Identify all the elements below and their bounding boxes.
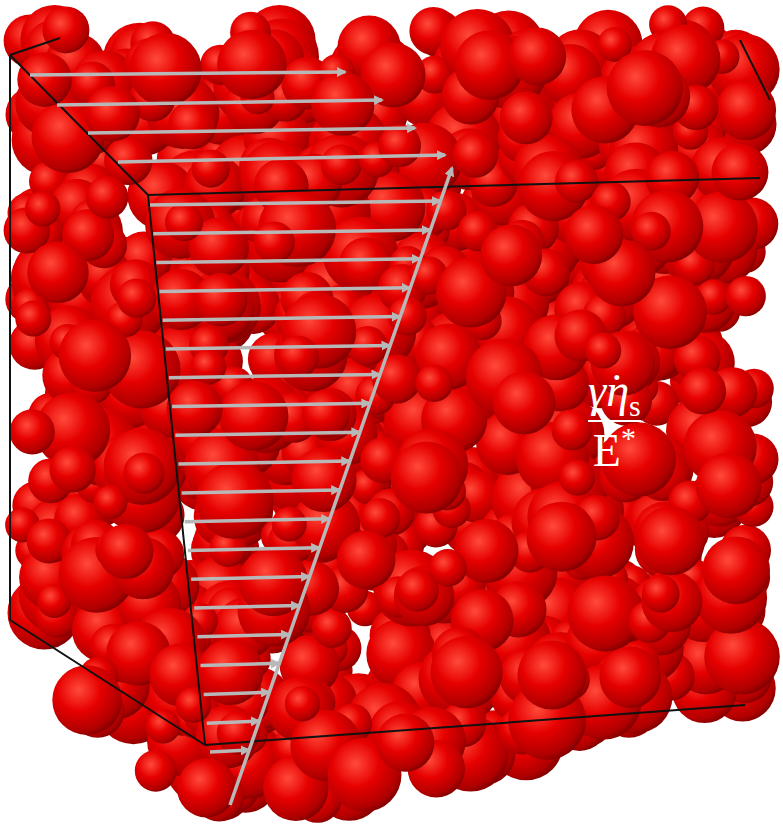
velocity-arrow <box>153 230 430 234</box>
velocity-arrow <box>185 519 330 522</box>
sphere <box>177 758 236 817</box>
velocity-profile-line <box>230 168 452 805</box>
sphere <box>712 144 769 201</box>
sphere <box>702 536 770 604</box>
symbol: γ̇η <box>588 365 629 416</box>
numerator: γ̇ηs <box>588 368 641 414</box>
velocity-arrow <box>204 692 269 694</box>
velocity-arrow <box>197 634 289 636</box>
spheres <box>4 5 780 823</box>
velocity-arrow <box>191 577 309 580</box>
sphere <box>378 124 421 167</box>
sphere <box>272 507 307 542</box>
sphere <box>636 507 705 576</box>
sphere <box>123 453 164 494</box>
sphere <box>564 205 623 264</box>
sphere <box>527 502 597 572</box>
sphere <box>292 447 357 512</box>
sphere <box>430 636 502 708</box>
sphere <box>276 335 319 378</box>
velocity-arrow <box>118 155 445 162</box>
velocity-arrow <box>30 72 345 75</box>
velocity-arrow <box>57 100 382 105</box>
velocity-arrow <box>194 606 299 609</box>
sphere <box>42 6 89 53</box>
sphere <box>321 144 362 185</box>
sphere <box>196 462 273 539</box>
sphere <box>86 176 129 219</box>
velocity-arrow <box>160 288 410 292</box>
sphere <box>679 368 726 415</box>
velocity-arrow <box>182 490 340 493</box>
sphere <box>696 453 762 519</box>
sphere <box>415 365 452 402</box>
velocity-arrow <box>150 201 440 205</box>
sphere <box>94 485 128 519</box>
sphere <box>517 641 586 710</box>
shear-rate-label: γ̇ηs E* <box>588 368 641 474</box>
sphere <box>716 80 776 140</box>
sphere <box>559 460 595 496</box>
sphere <box>191 349 226 384</box>
sphere <box>17 52 72 107</box>
sphere <box>493 372 556 435</box>
sphere <box>117 278 156 317</box>
velocity-arrow <box>88 128 415 133</box>
sphere <box>49 446 95 492</box>
sphere <box>642 571 703 632</box>
sphere <box>25 191 60 226</box>
sphere <box>15 301 51 337</box>
velocity-arrow <box>201 663 279 665</box>
velocity-arrow <box>172 403 369 406</box>
superscript: * <box>621 421 636 454</box>
velocity-arrow <box>178 461 349 464</box>
sphere <box>254 222 295 263</box>
sphere <box>391 442 463 514</box>
velocity-arrow <box>175 432 359 435</box>
velocity-arrow <box>188 548 319 551</box>
sphere <box>176 687 212 723</box>
sphere <box>98 524 153 579</box>
sphere <box>726 276 766 316</box>
sphere <box>642 575 680 613</box>
sphere <box>217 30 286 99</box>
sphere <box>166 381 222 437</box>
sphere <box>219 381 289 451</box>
velocity-arrow <box>169 374 380 377</box>
sphere <box>599 646 661 708</box>
sphere <box>337 530 396 589</box>
velocity-arrow <box>166 346 390 349</box>
sphere <box>192 150 230 188</box>
velocity-arrow <box>163 317 400 321</box>
sphere <box>135 750 177 792</box>
sphere <box>168 101 216 149</box>
velocity-arrows <box>30 72 452 805</box>
sphere <box>508 28 566 86</box>
sphere <box>585 333 621 369</box>
sphere <box>285 686 320 721</box>
sphere <box>52 665 122 735</box>
sphere <box>10 409 55 454</box>
velocity-arrow <box>210 750 249 752</box>
sphere <box>129 33 202 106</box>
velocity-arrow <box>156 259 419 263</box>
sphere <box>27 241 89 303</box>
sphere <box>376 714 434 772</box>
sphere <box>311 72 375 136</box>
sphere <box>453 132 498 177</box>
sphere <box>555 160 598 203</box>
symbol: E <box>593 425 621 476</box>
subscript: s <box>629 389 641 422</box>
sphere <box>396 569 439 612</box>
sphere <box>607 50 683 126</box>
sphere <box>500 92 553 145</box>
velocity-arrow <box>207 721 259 723</box>
box-outline <box>10 38 770 745</box>
sphere <box>480 225 542 287</box>
sphere <box>165 203 203 241</box>
sphere <box>551 409 592 450</box>
denominator: E* <box>588 428 641 474</box>
sphere <box>59 320 131 392</box>
